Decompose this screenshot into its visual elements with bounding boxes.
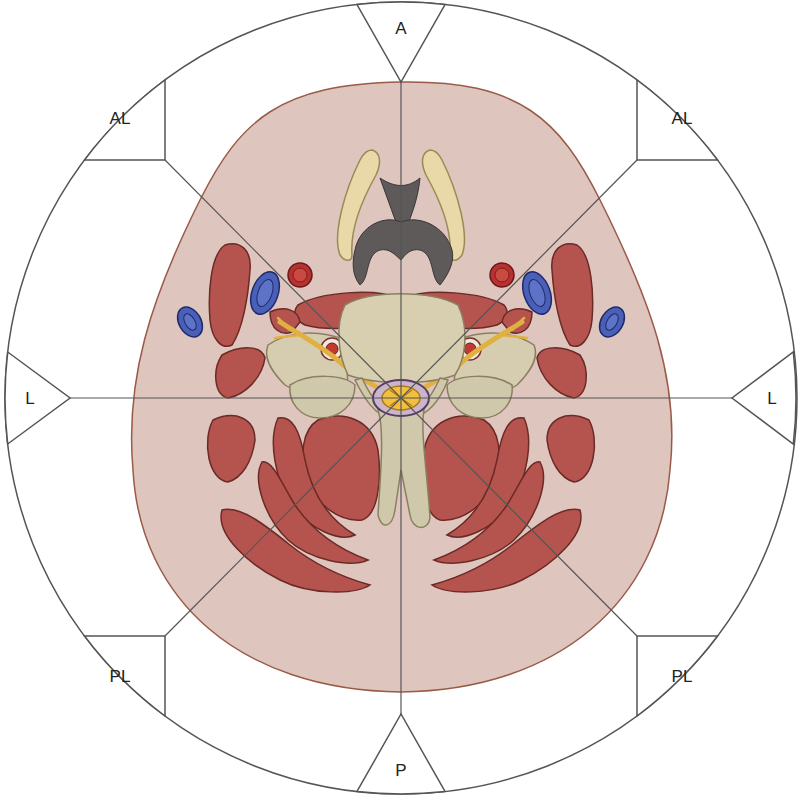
sector-shape	[732, 352, 796, 444]
sector-shape	[357, 714, 445, 794]
orientation-label: L	[25, 390, 34, 407]
orientation-label: PL	[672, 668, 693, 685]
orientation-sector: P	[357, 714, 445, 794]
orientation-sector: AL	[637, 80, 718, 160]
cricoid-cartilage	[353, 220, 453, 285]
sector-shape	[5, 352, 70, 444]
orientation-sector: A	[357, 2, 445, 82]
orientation-sector: L	[732, 352, 798, 444]
sector-shape	[637, 80, 718, 160]
orientation-label: AL	[672, 110, 693, 127]
orientation-label: PL	[110, 668, 131, 685]
orientation-sector: L	[4, 352, 70, 444]
sector-shape	[637, 636, 718, 716]
orientation-sector: AL	[84, 80, 165, 160]
sector-outline	[732, 352, 798, 444]
sector-shape	[85, 80, 166, 160]
neck-outline	[132, 82, 672, 692]
orientation-label: L	[767, 390, 776, 407]
sector-outline	[357, 714, 445, 794]
sector-shape	[357, 2, 445, 82]
orientation-sector: PL	[84, 636, 165, 716]
orientation-sector: PL	[637, 636, 718, 716]
vertebral-body	[339, 294, 465, 383]
spinous-process	[378, 410, 430, 527]
orientation-label: A	[395, 20, 406, 37]
sector-outline	[4, 352, 70, 444]
sector-outline	[357, 2, 445, 82]
orientation-label: AL	[110, 110, 131, 127]
sector-line	[165, 160, 637, 636]
sector-line	[165, 160, 637, 636]
sector-shape	[85, 636, 166, 716]
orientation-label: P	[395, 762, 406, 779]
outer-ring	[5, 2, 797, 794]
